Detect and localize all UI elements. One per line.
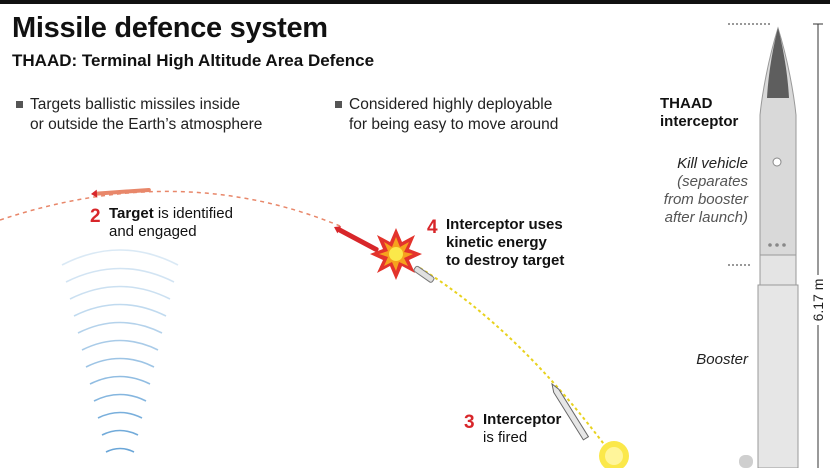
target-missile-icon: [91, 187, 151, 198]
kill-vehicle-label: Kill vehicle (separates from booster aft…: [664, 155, 748, 227]
step-2-keyword: Target: [109, 205, 154, 222]
interceptor-kill-vehicle-icon: [413, 265, 435, 283]
step-2-text: is identified: [153, 205, 233, 222]
bullet-line: Targets ballistic missiles inside: [30, 96, 241, 113]
height-dimension: [813, 23, 823, 468]
incoming-target-icon: [334, 226, 379, 252]
explosion-icon: [370, 228, 422, 280]
step-2-text-line2: and engaged: [109, 223, 197, 240]
bullet-line: or outside the Earth’s atmosphere: [30, 116, 263, 133]
step-2-label: 2 Target is identified and engaged: [90, 205, 233, 241]
step-4-line1: Interceptor uses: [446, 216, 563, 233]
step-4-line3: to destroy target: [446, 252, 565, 269]
step-number: 2: [90, 206, 101, 227]
thaad-interceptor-graphic: [739, 26, 799, 468]
step-3-label: 3 Interceptor is fired: [464, 411, 562, 447]
radar-waves: [61, 249, 179, 453]
booster-label: Booster: [696, 351, 748, 368]
kill-vehicle-note: after launch): [664, 209, 748, 226]
bullet-square-icon: [16, 101, 23, 108]
step-4-label: 4 Interceptor uses kinetic energy to des…: [427, 216, 565, 270]
page-title: Missile defence system: [12, 12, 328, 44]
bullet-line: for being easy to move around: [349, 116, 559, 133]
bullet-square-icon: [335, 101, 342, 108]
interceptor-in-flight-icon: [551, 382, 590, 441]
interceptor-trajectory: [419, 267, 613, 456]
kill-vehicle-note: from booster: [663, 191, 748, 208]
step-3-text: is fired: [483, 429, 528, 446]
height-label: 6.17 m: [810, 278, 826, 322]
launch-flash-icon: [599, 441, 629, 468]
page-subtitle: THAAD: Terminal High Altitude Area Defen…: [12, 51, 375, 70]
interceptor-title-line2: interceptor: [660, 113, 739, 130]
bullet-line: Considered highly deployable: [349, 96, 553, 113]
kill-vehicle-title: Kill vehicle: [677, 155, 748, 172]
target-trajectory: [0, 190, 341, 227]
interceptor-title-line1: THAAD: [660, 95, 713, 112]
top-rule: [0, 0, 830, 4]
step-number: 3: [464, 412, 475, 433]
interceptor-title: THAAD interceptor: [660, 95, 738, 131]
kill-vehicle-note: (separates: [677, 173, 748, 190]
bullet-deployable: Considered highly deployable for being e…: [335, 95, 639, 135]
step-3-keyword: Interceptor: [483, 411, 562, 428]
step-4-line2: kinetic energy: [446, 234, 547, 251]
step-number: 4: [427, 217, 438, 238]
bullet-targets: Targets ballistic missiles inside or out…: [16, 95, 320, 135]
